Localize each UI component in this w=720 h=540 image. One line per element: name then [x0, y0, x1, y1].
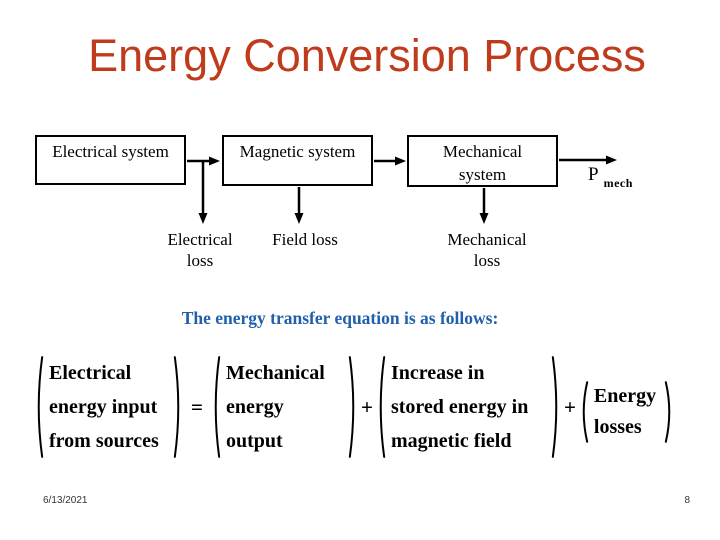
equation-term-stored-energy: Increase in stored energy in magnetic fi… [375, 355, 562, 459]
term-line: stored energy in [390, 396, 529, 418]
arrow-magnetic-to-mechanical [374, 156, 406, 166]
diagram-box-mechanical-system: Mechanical system [407, 135, 558, 187]
right-paren [173, 355, 184, 459]
box-label: Magnetic system [239, 142, 356, 161]
term-line: losses [593, 415, 642, 438]
loss-line: Electrical [167, 230, 233, 249]
arrow-field-loss [294, 187, 304, 224]
term-line: energy [225, 396, 284, 418]
equation-term-mechanical-output: Mechanical energy output [210, 355, 359, 459]
diagram-box-magnetic-system: Magnetic system [222, 135, 373, 186]
equals-sign: = [191, 394, 203, 419]
loss-line: loss [473, 251, 501, 270]
equation-term-energy-losses: Energy losses [578, 381, 675, 443]
plus-sign: + [563, 394, 576, 419]
left-paren [375, 355, 386, 459]
label-electrical-loss: Electrical loss [140, 229, 260, 271]
left-paren [210, 355, 221, 459]
p-subscript: mech [603, 176, 633, 190]
energy-equation: Electrical energy input from sources = M… [33, 354, 675, 460]
box-label: Mechanical [442, 142, 523, 161]
loss-line: Mechanical [447, 230, 527, 249]
term-line: Electrical [49, 362, 132, 384]
equation-term-electrical-input: Electrical energy input from sources [33, 355, 184, 459]
page-number: 8 [684, 495, 690, 506]
term-line: output [225, 430, 283, 452]
label-mechanical-loss: Mechanical loss [426, 229, 548, 271]
right-paren [551, 355, 562, 459]
loss-line: loss [186, 251, 214, 270]
box-label: system [458, 165, 507, 184]
term-line: energy input [49, 396, 158, 418]
p-symbol: P [588, 164, 599, 185]
term-line: Mechanical [225, 362, 325, 384]
loss-line: Field loss [272, 230, 338, 249]
term-line: magnetic field [390, 430, 512, 452]
diagram-box-electrical-system: Electrical system [35, 135, 186, 185]
right-paren [348, 355, 359, 459]
slide-date: 6/13/2021 [43, 495, 88, 506]
arrow-mechanical-loss [479, 188, 489, 224]
term-line: Energy [593, 384, 657, 407]
term-line: Increase in [390, 362, 485, 384]
plus-sign: + [360, 394, 373, 419]
left-paren [578, 381, 589, 443]
page-title: Energy Conversion Process [88, 30, 646, 81]
label-field-loss: Field loss [245, 229, 365, 250]
box-label: Electrical system [52, 142, 169, 161]
arrow-electrical-loss [198, 160, 208, 224]
equation-intro: The energy transfer equation is as follo… [181, 308, 499, 328]
arrow-electrical-to-magnetic [187, 156, 220, 166]
term-line: from sources [49, 430, 159, 452]
right-paren [664, 381, 675, 443]
left-paren [33, 355, 44, 459]
